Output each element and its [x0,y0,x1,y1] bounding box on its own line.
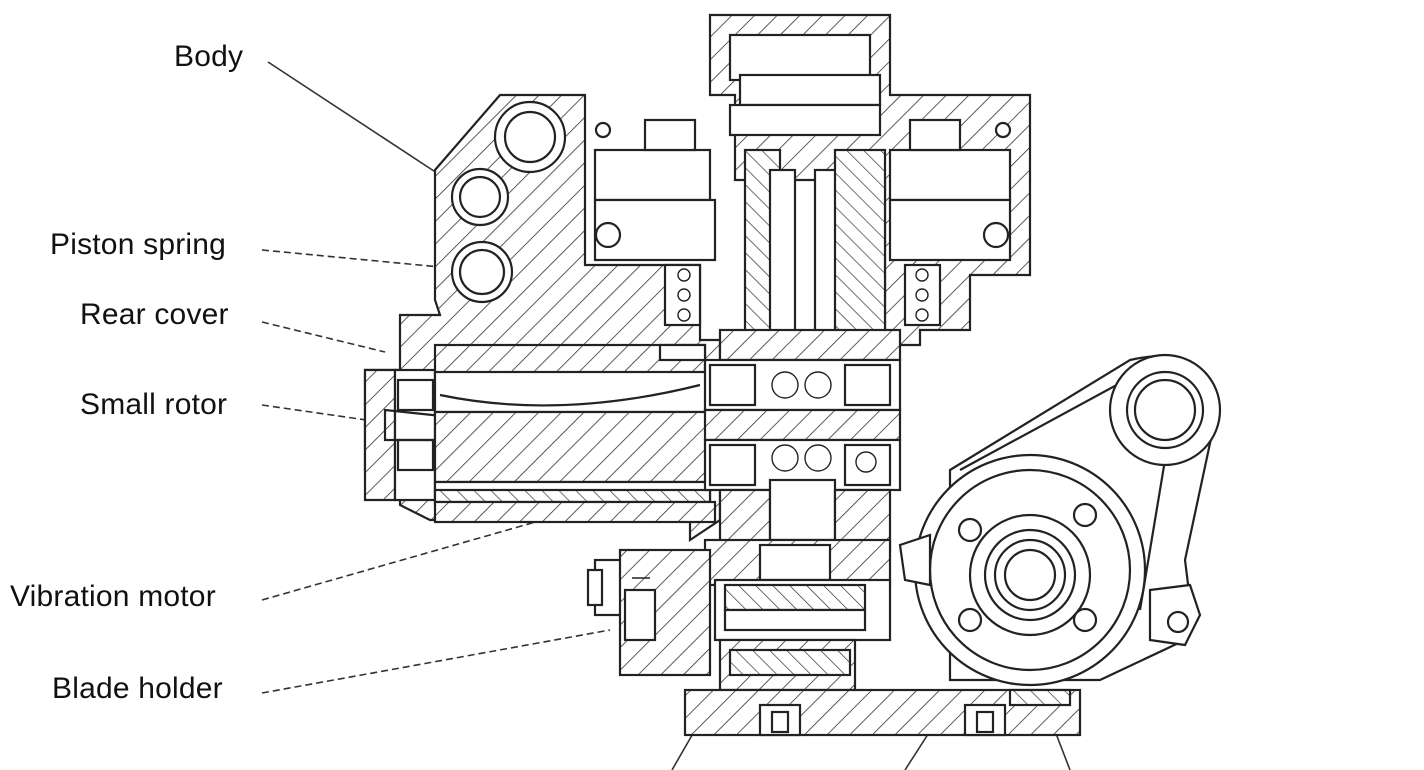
label-body: Body [174,40,244,73]
center-shaft [718,148,902,362]
upper-piston-chamber [593,118,1012,262]
label-blade-holder: Blade holder [52,672,223,705]
lower-column [703,478,892,587]
label-rear-cover: Rear cover [80,298,229,331]
label-piston-spring: Piston spring [50,228,227,261]
leader-rear-cover [261,321,386,353]
base-plate [683,688,1082,737]
vibration-motor [586,548,712,677]
label-vibration-motor: Vibration motor [10,580,216,613]
bearings [703,358,902,492]
small-rotor-bore [433,343,727,524]
leader-vibration-motor [261,514,561,601]
leader-blade-holder [261,629,611,694]
blade-holder [713,578,892,692]
label-small-rotor: Small rotor [80,388,228,421]
leader-body [267,61,441,176]
piston-springs [663,263,942,327]
pulley-assembly [898,353,1222,687]
